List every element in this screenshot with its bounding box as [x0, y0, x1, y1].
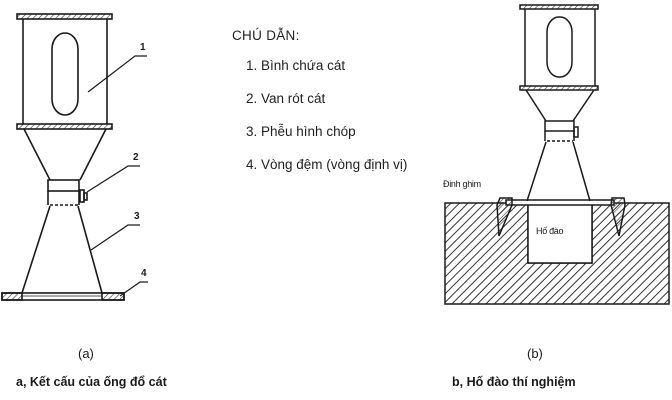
valve-handle-b — [573, 126, 579, 138]
cone-right-side — [77, 205, 103, 294]
figure-a-caption: a, Kết cấu của ống đổ cát — [16, 375, 167, 389]
callout-leaders — [86, 55, 148, 297]
legend-item-jar: 1. Bình chứa cát — [246, 58, 346, 73]
viewing-window-b — [546, 16, 573, 78]
figure-b-label: (b) — [527, 346, 543, 361]
jar-bottom-flange-b — [519, 85, 599, 91]
cone-left-side — [21, 205, 51, 294]
figure-a-label: (a) — [78, 346, 94, 361]
leader-4 — [119, 281, 148, 297]
top-flange — [16, 13, 113, 20]
right-pin — [610, 197, 626, 237]
figure-b-caption: b, Hố đào thí nghiệm — [452, 375, 576, 389]
valve-body — [47, 179, 80, 192]
pin-label: Đinh ghim — [443, 179, 481, 189]
test-pit-figure — [444, 4, 670, 305]
legend: CHÚ DẪN: 1. Bình chứa cát 2. Van rót cát… — [232, 28, 407, 189]
jar-bottom-flange — [16, 123, 113, 130]
valve-body-b — [544, 120, 575, 132]
callout-4: 4 — [141, 268, 147, 279]
legend-item-cone: 3. Phễu hình chóp — [246, 124, 356, 139]
base-plate-b — [505, 199, 615, 206]
leader-1 — [87, 55, 147, 93]
sand-cone-apparatus — [1, 13, 125, 301]
callout-3: 3 — [134, 211, 140, 222]
hole-label: Hố đào — [536, 226, 564, 236]
test-hole — [527, 202, 593, 264]
legend-item-valve: 2. Van rót cát — [246, 91, 326, 106]
legend-item-base-plate: 4. Vòng đệm (vòng định vị) — [246, 157, 408, 172]
legend-title: CHÚ DẪN: — [232, 28, 300, 43]
viewing-window — [51, 32, 79, 116]
leader-3 — [90, 224, 140, 251]
callout-1: 1 — [140, 42, 146, 53]
callout-2: 2 — [133, 152, 139, 163]
top-flange-b — [519, 4, 599, 10]
left-pin — [496, 197, 513, 237]
leader-2 — [86, 165, 140, 193]
